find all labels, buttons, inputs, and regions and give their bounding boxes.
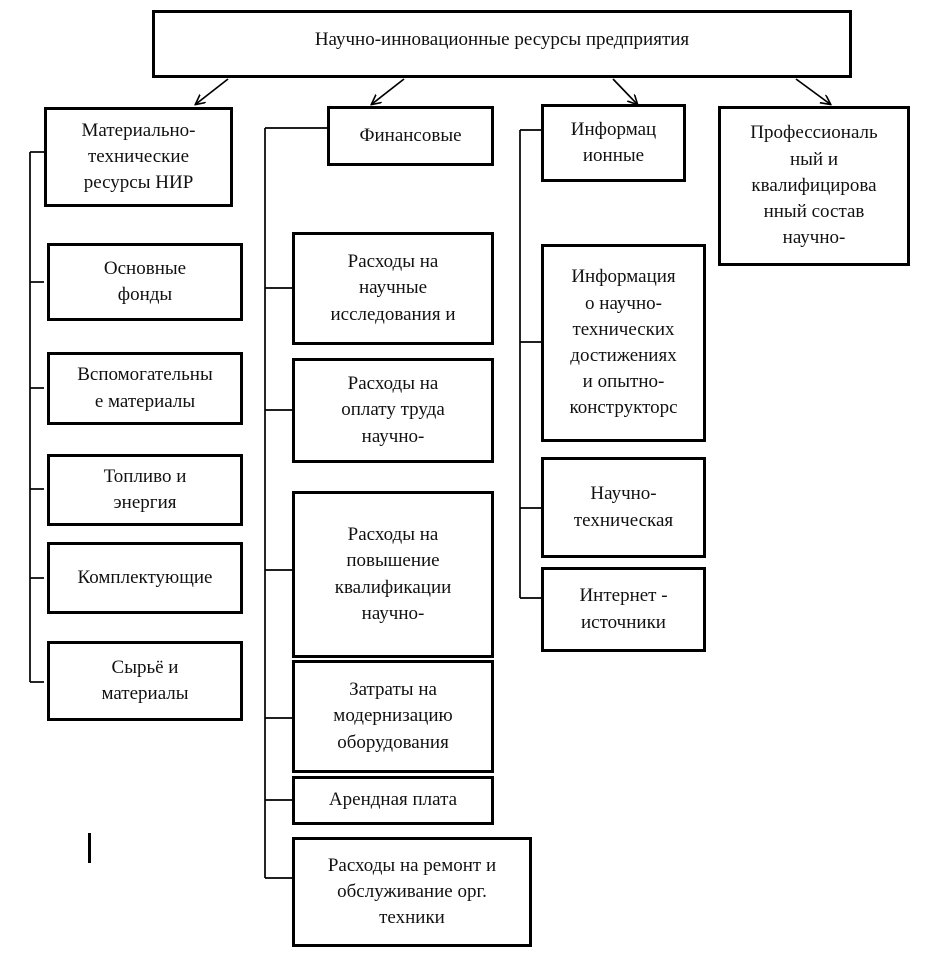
leaf-material-0-label: Основные фонды	[103, 257, 187, 305]
leaf-financial-1[interactable]: Расходы на оплату труда научно-	[292, 358, 494, 463]
root-arrows	[196, 78, 830, 104]
leaf-material-4-label: Сырьё и материалы	[101, 656, 189, 704]
leaf-information-0-label: Информация о научно- технических достиже…	[569, 266, 678, 419]
leaf-material-3[interactable]: Комплектующие	[47, 542, 243, 614]
leaf-financial-4-label: Арендная плата	[328, 789, 458, 811]
leaf-financial-3-label: Затраты на модернизацию оборудования	[333, 679, 453, 753]
root-label: Научно-инновационные ресурсы предприятия	[314, 29, 690, 50]
branch-material[interactable]: Материально- технические ресурсы НИР	[44, 107, 233, 207]
branch-information-label: Информац ионные	[570, 118, 657, 166]
leaf-material-1[interactable]: Вспомогательны е материалы	[47, 352, 243, 425]
leaf-financial-3[interactable]: Затраты на модернизацию оборудования	[292, 660, 494, 773]
root-node[interactable]: Научно-инновационные ресурсы предприятия	[152, 10, 852, 78]
leaf-financial-5-label: Расходы на ремонт и обслуживание орг. те…	[327, 854, 497, 929]
leaf-information-1-label: Научно- техническая	[573, 483, 674, 531]
branch-personnel[interactable]: Профессиональ ный и квалифицирова нный с…	[718, 106, 910, 266]
leaf-material-4[interactable]: Сырьё и материалы	[47, 641, 243, 721]
leaf-financial-1-label: Расходы на оплату труда научно-	[341, 373, 445, 447]
leaf-information-1[interactable]: Научно- техническая	[541, 457, 706, 558]
stray-tick-mark	[88, 833, 91, 863]
leaf-financial-0-label: Расходы на научные исследования и	[330, 251, 456, 325]
leaf-information-2-label: Интернет - источники	[579, 585, 668, 633]
leaf-material-2[interactable]: Топливо и энергия	[47, 454, 243, 526]
branch-material-label: Материально- технические ресурсы НИР	[81, 119, 196, 194]
leaf-financial-2[interactable]: Расходы на повышение квалификации научно…	[292, 491, 494, 658]
branch-financial-label: Финансовые	[359, 124, 462, 146]
branch-personnel-label: Профессиональ ный и квалифицирова нный с…	[750, 122, 878, 249]
branch-financial[interactable]: Финансовые	[327, 106, 494, 166]
leaf-financial-2-label: Расходы на повышение квалификации научно…	[334, 524, 452, 624]
leaf-financial-4[interactable]: Арендная плата	[292, 776, 494, 825]
spine-material	[29, 151, 44, 683]
leaf-material-0[interactable]: Основные фонды	[47, 243, 243, 321]
leaf-information-2[interactable]: Интернет - источники	[541, 567, 706, 652]
leaf-material-2-label: Топливо и энергия	[103, 465, 187, 513]
leaf-information-0[interactable]: Информация о научно- технических достиже…	[541, 244, 706, 442]
leaf-material-3-label: Комплектующие	[77, 566, 213, 588]
leaf-material-1-label: Вспомогательны е материалы	[77, 364, 213, 412]
leaf-financial-0[interactable]: Расходы на научные исследования и	[292, 232, 494, 345]
branch-information[interactable]: Информац ионные	[541, 104, 686, 182]
leaf-financial-5[interactable]: Расходы на ремонт и обслуживание орг. те…	[292, 837, 532, 947]
spine-information	[519, 129, 541, 599]
